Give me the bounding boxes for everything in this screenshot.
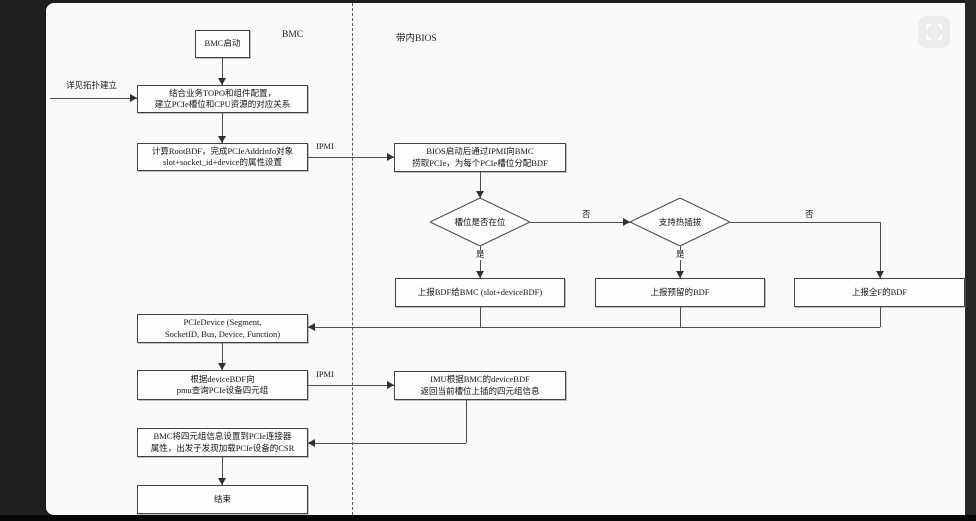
connector-merge-drop2: [680, 307, 681, 327]
viewer-right-strip: [965, 0, 976, 521]
connector-decision2-no-v: [880, 222, 881, 278]
connector-merge-drop1: [480, 307, 481, 327]
connector-start-to-topo: [222, 58, 223, 85]
node-set-csr: BMC将四元组信息设置到PCIe连接器 属性，出发子发现加载PCIe设备的CSR: [137, 428, 308, 457]
arrowhead: [218, 478, 226, 485]
connector-bios-to-decision1: [480, 172, 481, 198]
connector-imu-return-h: [308, 443, 466, 444]
lane-label-bmc: BMC: [282, 30, 304, 40]
node-report-allf-bdf: 上报全F的BDF: [794, 278, 965, 307]
arrowhead: [387, 381, 394, 389]
arrowhead: [308, 323, 315, 331]
edge-label-yes-1: 是: [474, 249, 487, 260]
lane-label-bios: 带内BIOS: [396, 34, 437, 44]
node-bios-start: BIOS启动后通过IPMI向BMC 捞取PCIe，为每个PCIe槽位分配BDF: [394, 143, 566, 172]
connector-merge-to-pciedevice: [308, 327, 880, 328]
flowchart-canvas: BMC 带内BIOS BMC启动 结合业务TOPO和组件配置， 建立PCIe槽位…: [46, 3, 965, 515]
arrowhead: [476, 271, 484, 278]
connector-query-to-imu: [308, 385, 394, 386]
fullscreen-button[interactable]: [918, 16, 950, 48]
viewer-bottom-strip: [0, 515, 976, 521]
arrowhead: [676, 271, 684, 278]
connector-imu-return-v: [466, 400, 467, 443]
node-pcie-device: PCIeDevice (Segment, SocketID, Bus, Devi…: [137, 314, 308, 343]
node-topo-mapping: 结合业务TOPO和组件配置， 建立PCIe槽位和CPU资源的对应关系: [137, 85, 308, 113]
decision-hotplug-label: 支持热插拔: [658, 217, 702, 227]
connector-csr-to-end: [222, 457, 223, 485]
connector-decision1-yes: [480, 246, 481, 278]
edge-label-see-topo: 详见拓扑建立: [66, 80, 118, 90]
node-bmc-start: BMC启动: [195, 30, 250, 58]
arrowhead: [387, 153, 394, 161]
arrowhead: [876, 271, 884, 278]
node-report-reserved-bdf: 上报预留的BDF: [595, 278, 765, 307]
fullscreen-icon: [926, 24, 942, 40]
connector-merge-drop3: [880, 307, 881, 327]
arrowhead: [218, 136, 226, 143]
edge-label-no-1: 否: [580, 209, 593, 220]
node-query-quad: 根据deviceBDF向 pmu查询PCIe设备四元组: [137, 370, 308, 400]
decision-hotplug: 支持热插拔: [628, 197, 732, 247]
connector-decision2-no-h: [730, 222, 880, 223]
decision-slot-present-label: 槽位是否在位: [454, 217, 506, 227]
arrowhead: [218, 363, 226, 370]
node-calc-rootbdf: 计算RootBDF，完成PCIeAddrInfo对象 slot+socket_i…: [137, 143, 308, 171]
connector-topo-to-rootbdf: [222, 113, 223, 143]
swimlane-divider: [352, 3, 353, 515]
node-end: 结束: [137, 485, 308, 514]
connector-see-topo: [50, 98, 137, 99]
arrowhead: [476, 191, 484, 198]
connector-rootbdf-to-bios: [308, 157, 394, 158]
edge-label-yes-2: 是: [674, 249, 687, 260]
node-report-device-bdf: 上报BDF给BMC (slot+deviceBDF): [395, 278, 565, 307]
decision-slot-present: 槽位是否在位: [428, 197, 532, 247]
arrowhead: [130, 94, 137, 102]
edge-label-ipmi-bottom: IPMI: [316, 369, 334, 379]
arrowhead: [218, 78, 226, 85]
edge-label-no-2: 否: [803, 209, 816, 220]
edge-label-ipmi-top: IPMI: [316, 141, 334, 151]
arrowhead: [623, 218, 630, 226]
connector-decision2-yes: [680, 246, 681, 278]
connector-pciedevice-to-query: [222, 343, 223, 370]
arrowhead: [308, 439, 315, 447]
connector-decision1-no: [530, 222, 630, 223]
node-imu-return: IMU根据BMC的deviceBDF 返回当前槽位上插的四元组信息: [394, 371, 566, 400]
